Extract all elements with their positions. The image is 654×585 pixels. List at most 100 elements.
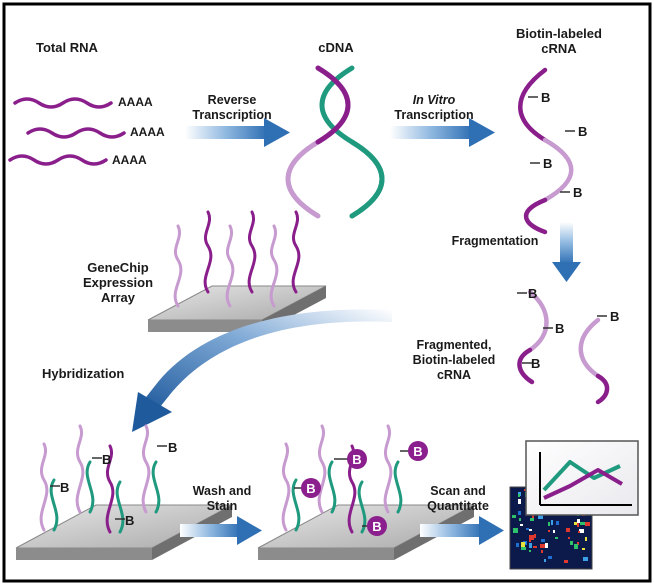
biotin-tags-hybridized (50, 445, 167, 520)
scan-spot (512, 515, 516, 518)
biotin-tag-1: B (541, 90, 550, 105)
scan-spot (585, 522, 590, 526)
scan-spot (521, 542, 525, 547)
transcription-label-1: Transcription (192, 108, 271, 122)
scan-spot (577, 523, 579, 527)
genechip-label: GeneChip (87, 260, 148, 275)
hybridization-curved-arrow (132, 309, 392, 432)
biotin-tags-crna (528, 96, 575, 193)
genechip-probes (173, 210, 301, 308)
poly-a-tail-2: AAAA (130, 125, 165, 139)
scan-spot (553, 530, 555, 533)
scan-spot (568, 537, 570, 539)
scan-spot (574, 522, 577, 525)
biotin-tag-2: B (578, 124, 587, 139)
scan-spot (533, 546, 537, 548)
biotin-tag-7: B (531, 356, 540, 371)
scan-spot (566, 528, 570, 532)
graph-line-purple (543, 468, 624, 500)
cdna-label: cDNA (318, 40, 354, 55)
graph-line-teal (542, 460, 621, 492)
scan-spot (551, 520, 553, 525)
biotin-tag-8: B (610, 309, 619, 324)
poly-a-tail-1: AAAA (118, 95, 153, 109)
scan-spot (544, 559, 546, 562)
biotin-tag-11: B (125, 513, 134, 528)
fragmented-crna-strands (517, 289, 610, 405)
hybridization-label: Hybridization (42, 366, 124, 381)
biotin-tags-fragments (517, 292, 607, 364)
scan-spot (574, 544, 578, 549)
scan-spot (582, 548, 585, 550)
array-label: Array (101, 290, 136, 305)
scan-spot (529, 535, 534, 540)
wash-and-label: Wash and (193, 484, 252, 498)
biotin-badge-4: B (413, 444, 422, 459)
crna-label-2: cRNA (437, 368, 471, 382)
scan-spot (541, 550, 543, 553)
rna-strand-2 (26, 127, 126, 139)
biotin-badges (294, 441, 428, 536)
biotin-labeled-label-2: Biotin-labeled (413, 353, 496, 367)
scan-spot (585, 537, 587, 541)
scan-spot (548, 530, 550, 532)
scan-and-label: Scan and (430, 484, 486, 498)
fragmented-label: Fragmented, (416, 338, 491, 352)
stained-probes (281, 424, 403, 534)
rna-strand-1 (13, 97, 113, 109)
biotin-tag-6: B (555, 321, 564, 336)
biotin-tag-3: B (543, 156, 552, 171)
crna-label-1: cRNA (541, 41, 577, 56)
scan-spot (516, 543, 519, 547)
scan-spot (579, 529, 584, 533)
transcription-label-2: Transcription (394, 108, 473, 122)
scan-spot (548, 522, 550, 526)
scan-spot (540, 544, 545, 548)
biotin-tag-4: B (573, 185, 582, 200)
scan-spot (519, 518, 521, 521)
scan-spot (529, 543, 532, 548)
scan-spot (548, 556, 552, 559)
scan-spot (577, 542, 579, 545)
cdna-double-helix (285, 65, 385, 219)
scan-spot (518, 494, 520, 497)
scan-spot (570, 541, 573, 545)
scan-spot (529, 550, 531, 552)
scan-spot (518, 511, 521, 515)
scan-spot (521, 547, 526, 550)
reverse-label: Reverse (208, 93, 257, 107)
quantitate-label: Quantitate (427, 499, 489, 513)
poly-a-tail-3: AAAA (112, 153, 147, 167)
scan-spot (520, 524, 523, 526)
wash-and-stain-arrow (180, 516, 262, 545)
total-rna-strands (8, 97, 126, 166)
scan-spot (541, 539, 545, 542)
scan-spot (578, 531, 580, 533)
expression-label: Expression (83, 275, 153, 290)
biotin-labeled-crna-strand (518, 67, 574, 235)
expression-result-graph (525, 440, 639, 516)
in-vitro-transcription-arrow (390, 118, 495, 147)
scan-spot (513, 528, 518, 533)
stain-label: Stain (207, 499, 238, 513)
biotin-tag-10: B (60, 480, 69, 495)
biotin-tag-12: B (168, 440, 177, 455)
scan-spot (518, 499, 521, 504)
biotin-labeled-label: Biotin-labeled (516, 26, 602, 41)
biotin-tag-9: B (102, 452, 111, 467)
scan-spot (529, 529, 532, 531)
scan-spot (526, 528, 529, 530)
reverse-transcription-arrow (185, 118, 290, 147)
biotin-badge-letters: B B B B (306, 444, 422, 534)
scan-spot (534, 534, 536, 538)
scan-spot (577, 519, 580, 523)
fragmentation-label: Fragmentation (452, 234, 539, 248)
scan-spot (538, 514, 543, 519)
scan-spot (564, 560, 568, 563)
scan-spot (532, 514, 534, 518)
scan-spot (580, 522, 585, 525)
hybridized-probes (39, 424, 161, 534)
biotin-badge-2: B (306, 481, 315, 496)
